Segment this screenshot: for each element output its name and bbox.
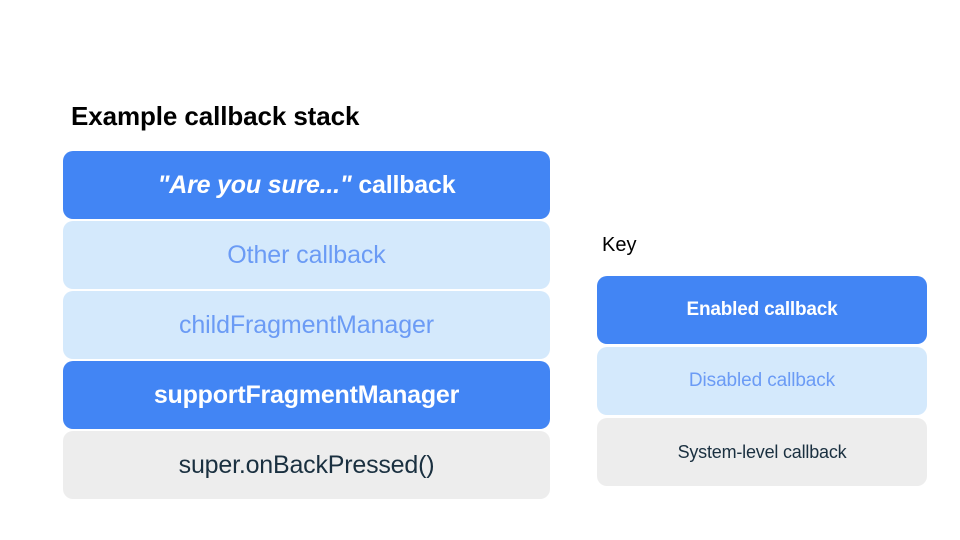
stack-item-label: super.onBackPressed() <box>178 450 435 479</box>
stack-item-are-you-sure-callback: "Are you sure..." callback <box>63 151 550 219</box>
key-item-label: Enabled callback <box>686 299 838 320</box>
key-item-system-level-callback: System-level callback <box>597 418 927 486</box>
stack-item-label-plain: callback <box>351 170 456 199</box>
stack-item-label-quoted: "Are you sure..." <box>157 170 352 199</box>
callback-stack-panel: Example callback stack "Are you sure..."… <box>63 100 550 499</box>
stack-item-child-fragment-manager: childFragmentManager <box>63 291 550 359</box>
key-item-disabled-callback: Disabled callback <box>597 347 927 415</box>
key-item-enabled-callback: Enabled callback <box>597 276 927 344</box>
key-item-label: Disabled callback <box>688 370 836 391</box>
stack-item-super-on-back-pressed: super.onBackPressed() <box>63 431 550 499</box>
page-title: Example callback stack <box>71 101 360 131</box>
key-list: Enabled callback Disabled callback Syste… <box>597 276 927 486</box>
stack-item-support-fragment-manager: supportFragmentManager <box>63 361 550 429</box>
stack-item-other-callback: Other callback <box>63 221 550 289</box>
key-panel: Key Enabled callback Disabled callback S… <box>597 233 927 486</box>
callback-stack-list: "Are you sure..." callback Other callbac… <box>63 151 550 499</box>
stack-item-label: "Are you sure..." callback <box>158 171 456 200</box>
stack-item-label: Other callback <box>227 240 386 269</box>
stack-item-label: childFragmentManager <box>178 310 435 339</box>
key-item-label: System-level callback <box>677 441 847 462</box>
key-title: Key <box>602 234 637 256</box>
stack-item-label: supportFragmentManager <box>153 380 460 409</box>
